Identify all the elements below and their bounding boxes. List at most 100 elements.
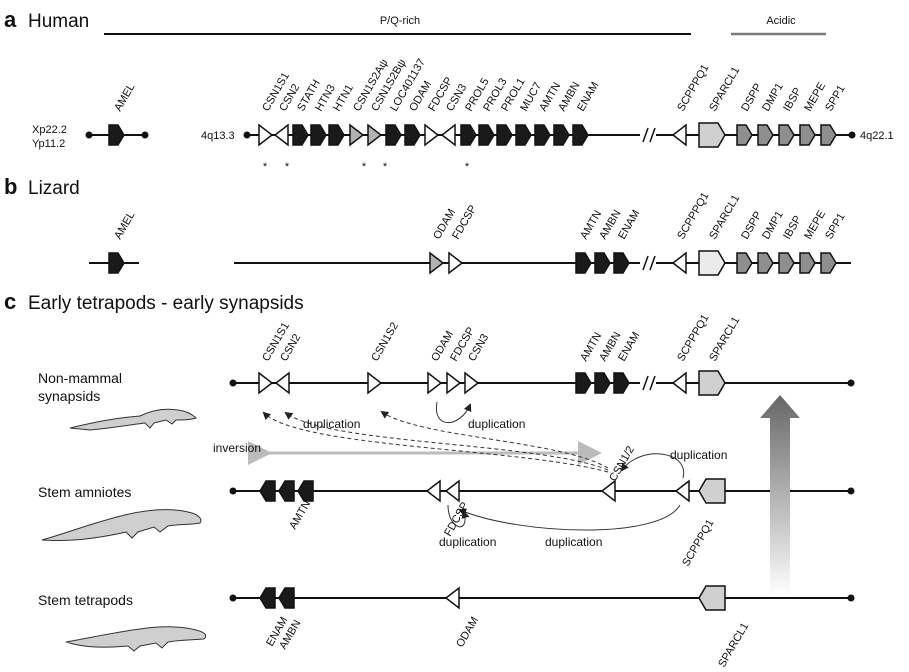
- gene-glyph-csn12: [602, 481, 615, 501]
- gene-glyph-fdcsp: [425, 125, 438, 145]
- gene-glyph-fdcsp: [447, 373, 460, 393]
- gene-glyph-amel: [109, 253, 124, 273]
- duplication-label: duplication: [468, 417, 525, 431]
- gene-glyph-amtn-block-0: [260, 481, 275, 501]
- chrom-end-dot: [848, 595, 855, 602]
- gene-glyph-csn1s2b-: [368, 125, 381, 145]
- gene-label-scpppq1: SCPPPQ1: [675, 62, 711, 113]
- gene-label-scpppq1: SCPPPQ1: [675, 190, 711, 241]
- gene-glyph-csn2: [276, 373, 289, 393]
- panel-b-letter: b: [4, 174, 17, 199]
- gene-glyph-dmp1: [758, 253, 773, 273]
- gene-glyph-sparcl1: [699, 123, 725, 147]
- gene-glyph-csn1s2: [368, 373, 381, 393]
- chrom-break: [650, 128, 655, 142]
- gene-glyph-enam: [614, 373, 629, 393]
- panel-c-letter: c: [4, 289, 16, 314]
- human-locus-right: 4q22.1: [860, 130, 894, 142]
- gene-label-fdcsp: FDCSP: [450, 203, 479, 241]
- gene-glyph-enam: [614, 253, 629, 273]
- gene-label-sparcl1: SPARCL1: [707, 65, 742, 114]
- gene-label-sparcl1: SPARCL1: [716, 621, 751, 670]
- panel-c-title: Early tetrapods - early synapsids: [28, 293, 304, 314]
- gene-glyph-amtn: [576, 373, 591, 393]
- gene-glyph-odam: [405, 125, 420, 145]
- row-label-non-mammal-2: synapsids: [38, 388, 100, 404]
- pq-bracket-label: P/Q-rich: [380, 15, 420, 27]
- chrom-end-dot: [849, 132, 856, 139]
- human-amel-locus-2: Yp11.2: [32, 138, 65, 150]
- gene-label-ibsp: IBSP: [781, 214, 804, 242]
- gene-glyph-enam: [573, 125, 588, 145]
- gene-label-csn1s2: CSN1S2: [369, 320, 401, 363]
- stem-amniote-animal-illustration: [42, 510, 201, 541]
- gene-glyph-dspp: [737, 125, 752, 145]
- gene-label-scpppq1: SCPPPQ1: [675, 312, 711, 363]
- gene-glyph-muc7: [516, 125, 531, 145]
- gene-glyph-ambn: [595, 373, 610, 393]
- chrom-break: [643, 256, 648, 270]
- gene-glyph-fdcsp: [449, 253, 462, 273]
- gene-glyph-stath: [293, 125, 308, 145]
- gene-glyph-csn3: [465, 373, 478, 393]
- gene-glyph-sparcl1: [699, 586, 725, 610]
- gene-glyph-scpppq1: [676, 481, 689, 501]
- panel-a-title: Human: [28, 11, 89, 32]
- gene-glyph-spp1: [821, 125, 836, 145]
- gene-label-amel: AMEL: [112, 210, 137, 242]
- gene-glyph-scpppq1: [673, 125, 686, 145]
- chrom-end-dot: [230, 488, 237, 495]
- gene-label-ibsp: IBSP: [781, 86, 804, 114]
- chrom-end-dot: [244, 132, 251, 139]
- human-amel-locus-1: Xp22.2: [32, 124, 67, 136]
- gene-glyph-amel: [109, 125, 124, 145]
- gene-glyph-dmp1: [758, 125, 773, 145]
- inversion-label: inversion: [213, 441, 261, 455]
- gene-glyph-htn3: [311, 125, 326, 145]
- gene-glyph-ibsp: [779, 125, 794, 145]
- panel-a-letter: a: [4, 7, 17, 32]
- gene-label-csn12: CSN1/2: [607, 444, 637, 483]
- duplication-label: duplication: [439, 535, 496, 549]
- gene-glyph-prol1: [497, 125, 512, 145]
- row-label-non-mammal-1: Non-mammal: [38, 370, 122, 386]
- gene-glyph-mepe: [800, 253, 815, 273]
- gene-glyph-amtn: [535, 125, 550, 145]
- gene-glyph-fdcsp: [427, 481, 440, 501]
- gene-glyph-scpppq1: [673, 373, 686, 393]
- gene-glyph-sparcl1: [699, 479, 725, 503]
- gene-glyph-odam: [430, 253, 443, 273]
- gene-glyph-odam: [428, 373, 441, 393]
- chrom-break: [643, 376, 648, 390]
- pseudogene-asterisk: *: [383, 161, 388, 173]
- synapsid-animal-illustration: [70, 409, 196, 430]
- row-label-stem-tetrapods: Stem tetrapods: [38, 592, 133, 608]
- chrom-end-dot: [848, 488, 855, 495]
- chrom-end-dot: [86, 132, 93, 139]
- gene-glyph-csn1s1: [259, 125, 272, 145]
- pseudogene-asterisk: *: [285, 161, 290, 173]
- gene-glyph-ambn: [554, 125, 569, 145]
- duplication-label: duplication: [670, 448, 727, 462]
- gene-label-amel: AMEL: [112, 82, 137, 114]
- panel-b-title: Lizard: [28, 178, 80, 199]
- gene-glyph-mepe: [800, 125, 815, 145]
- gene-glyph-amtn-block-1: [279, 481, 294, 501]
- chrom-end-dot: [230, 595, 237, 602]
- gene-glyph-prol5: [461, 125, 476, 145]
- row-label-stem-amniotes: Stem amniotes: [38, 484, 131, 500]
- gene-glyph-odam: [446, 481, 459, 501]
- gene-glyph-amtn: [576, 253, 591, 273]
- gene-label-scpppq1: SCPPPQ1: [680, 517, 716, 568]
- gene-label-odam: ODAM: [454, 615, 481, 650]
- duplication-label: duplication: [545, 535, 602, 549]
- gene-glyph-scpppq1: [673, 253, 686, 273]
- chrom-end-dot: [230, 380, 237, 387]
- chrom-end-dot: [848, 380, 855, 387]
- gene-glyph-htn1: [329, 125, 344, 145]
- gene-glyph-csn2: [275, 125, 288, 145]
- gene-glyph-prol3: [479, 125, 494, 145]
- gene-label-sparcl1: SPARCL1: [707, 193, 742, 242]
